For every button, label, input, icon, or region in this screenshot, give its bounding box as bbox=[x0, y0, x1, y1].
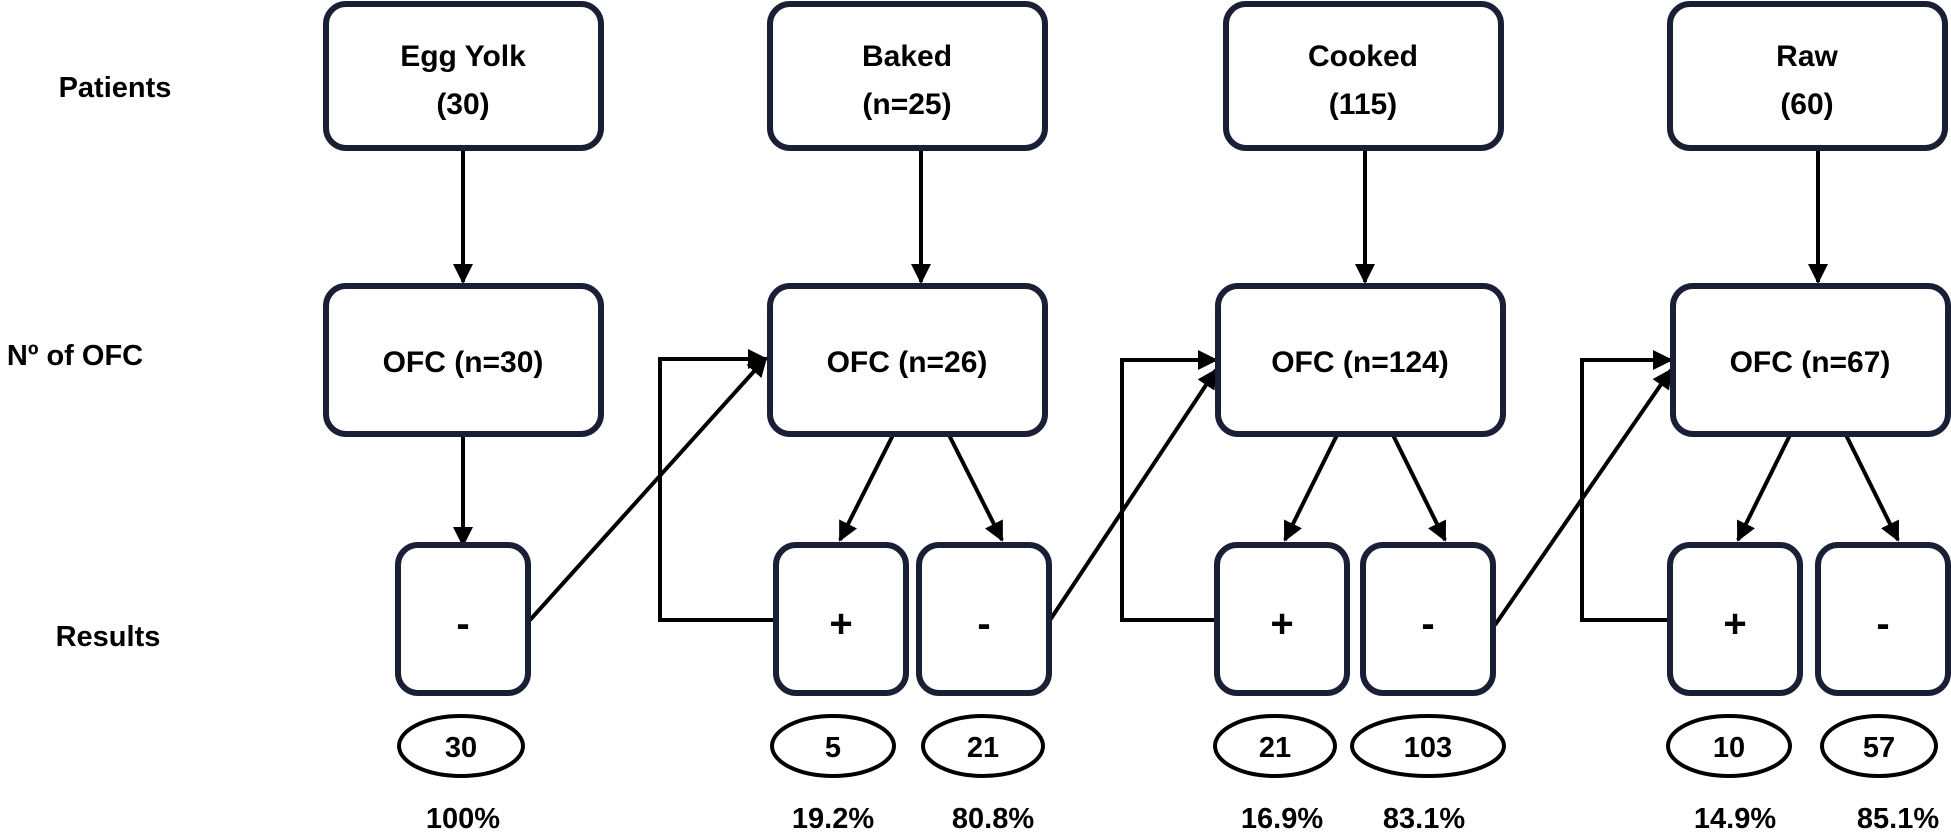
ofc-box-3: OFC (n=124) bbox=[1215, 283, 1506, 437]
ofc-box-4-label: OFC (n=67) bbox=[1730, 346, 1891, 379]
patient-box-1-label: Egg Yolk bbox=[400, 40, 526, 73]
count-value-7: 57 bbox=[1863, 732, 1895, 764]
count-value-4: 21 bbox=[1259, 732, 1291, 764]
result-box-4: + bbox=[1214, 542, 1350, 696]
percent-2: 19.2% bbox=[792, 803, 874, 833]
row-label-patients: Patients bbox=[59, 72, 172, 104]
edge-negative-to-ofc-3 bbox=[1048, 368, 1218, 622]
result-sign-2: + bbox=[829, 602, 852, 646]
patient-box-4: Raw (60) bbox=[1667, 1, 1948, 151]
edge-ofc-to-positive-3 bbox=[1283, 434, 1339, 542]
patient-box-2: Baked (n=25) bbox=[767, 1, 1048, 151]
ofc-box-2: OFC (n=26) bbox=[767, 283, 1048, 437]
result-box-2: + bbox=[773, 542, 909, 696]
edge-positive-loop-3 bbox=[1120, 350, 1225, 622]
result-box-6: + bbox=[1667, 542, 1803, 696]
edges bbox=[453, 151, 1900, 627]
ofc-box-1: OFC (n=30) bbox=[323, 283, 604, 437]
result-sign-5: - bbox=[1421, 602, 1434, 646]
result-sign-4: + bbox=[1270, 602, 1293, 646]
patient-box-4-count: (60) bbox=[1780, 88, 1833, 121]
count-pill-7: 57 bbox=[1820, 714, 1938, 778]
patient-box-1: Egg Yolk (30) bbox=[323, 1, 604, 151]
count-pill-1: 30 bbox=[397, 714, 525, 778]
edge-positive-loop-2 bbox=[658, 349, 776, 622]
patient-box-3-count: (115) bbox=[1329, 88, 1397, 121]
count-pill-4: 21 bbox=[1213, 714, 1337, 778]
patient-box-1-count: (30) bbox=[436, 88, 489, 121]
edge-ofc-to-negative-3 bbox=[1391, 434, 1447, 542]
result-sign-3: - bbox=[977, 602, 990, 646]
result-box-7: - bbox=[1815, 542, 1951, 696]
edge-ofc-to-positive-4 bbox=[1736, 434, 1792, 542]
count-pill-5: 103 bbox=[1350, 714, 1506, 778]
row-label-results: Results bbox=[56, 621, 161, 653]
count-value-5: 103 bbox=[1404, 732, 1452, 764]
edge-positive-loop-4 bbox=[1580, 350, 1678, 622]
result-box-3: - bbox=[916, 542, 1052, 696]
result-sign-7: - bbox=[1876, 602, 1889, 646]
percent-3: 80.8% bbox=[952, 803, 1034, 833]
result-box-1: - bbox=[395, 542, 531, 696]
percent-5: 83.1% bbox=[1383, 803, 1465, 833]
result-sign-6: + bbox=[1723, 602, 1746, 646]
result-box-5: - bbox=[1360, 542, 1496, 696]
count-pill-6: 10 bbox=[1666, 714, 1792, 778]
percent-1: 100% bbox=[426, 803, 500, 833]
ofc-box-3-label: OFC (n=124) bbox=[1271, 346, 1449, 379]
edge-ofc-to-positive-2 bbox=[838, 434, 895, 542]
count-value-1: 30 bbox=[445, 732, 477, 764]
percent-6: 14.9% bbox=[1694, 803, 1776, 833]
percent-7: 85.1% bbox=[1857, 803, 1939, 833]
count-value-2: 5 bbox=[825, 732, 841, 764]
percent-4: 16.9% bbox=[1241, 803, 1323, 833]
patient-box-4-label: Raw bbox=[1776, 40, 1838, 73]
patient-box-3: Cooked (115) bbox=[1223, 1, 1504, 151]
ofc-box-4: OFC (n=67) bbox=[1670, 283, 1951, 437]
result-sign-1: - bbox=[456, 602, 469, 646]
count-pill-2: 5 bbox=[770, 714, 896, 778]
edge-negative-to-ofc-2 bbox=[528, 356, 768, 622]
edge-ofc-to-negative-2 bbox=[947, 434, 1004, 542]
edge-ofc-to-negative-4 bbox=[1844, 434, 1900, 542]
patient-box-2-count: (n=25) bbox=[862, 88, 951, 121]
count-pill-3: 21 bbox=[921, 714, 1045, 778]
count-value-6: 10 bbox=[1713, 732, 1745, 764]
count-value-3: 21 bbox=[967, 732, 999, 764]
patient-box-2-label: Baked bbox=[862, 40, 952, 73]
ofc-box-2-label: OFC (n=26) bbox=[827, 346, 988, 379]
row-label-ofc: Nº of OFC bbox=[7, 340, 143, 372]
ofc-box-1-label: OFC (n=30) bbox=[383, 346, 544, 379]
patient-box-3-label: Cooked bbox=[1308, 40, 1418, 73]
